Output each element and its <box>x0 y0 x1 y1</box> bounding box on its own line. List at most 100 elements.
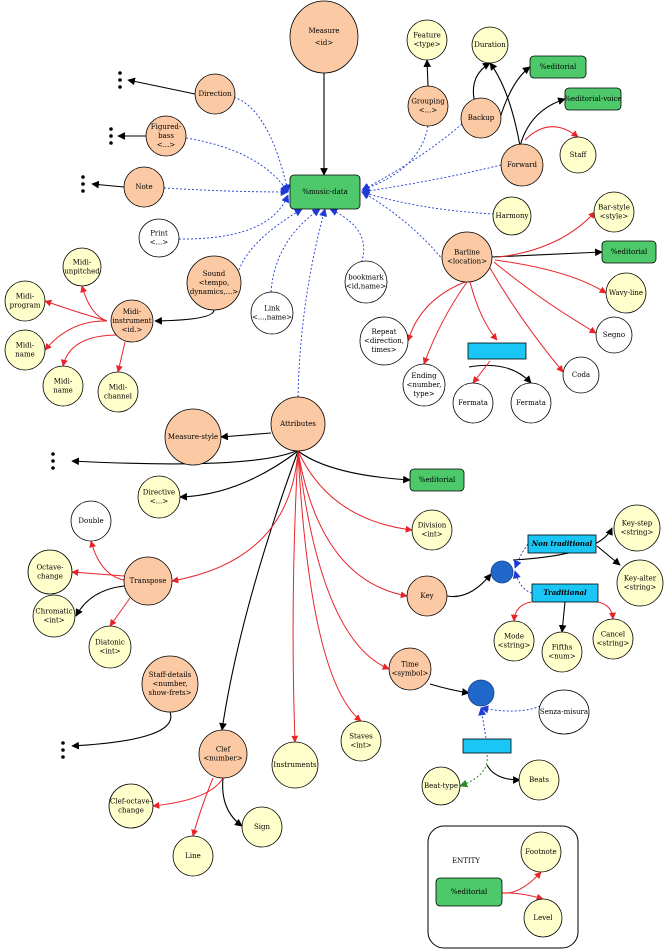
edge-red-53 <box>297 450 413 533</box>
edge-blue-70 <box>480 705 541 714</box>
node-shape <box>529 55 587 79</box>
edge-blue-12 <box>361 125 429 192</box>
node-shape <box>88 625 132 669</box>
edge-blue-68 <box>513 543 529 569</box>
node-label: Footnote <box>525 848 556 856</box>
node-label: <number> <box>203 755 242 763</box>
node-label: Midi- <box>73 259 92 267</box>
edge-red-64 <box>152 777 224 809</box>
node-label: Time <box>401 661 419 669</box>
node-music-data: %music-data <box>289 174 361 210</box>
node-label: <...> <box>150 498 169 506</box>
node-shape <box>198 729 248 779</box>
node-key: Key <box>406 575 448 617</box>
edge-blue-8 <box>361 191 444 261</box>
node-shape <box>409 468 465 492</box>
node-label: Duration <box>474 41 506 49</box>
node-shape <box>538 689 590 735</box>
edge-red-55 <box>297 450 390 670</box>
node-label: Ending <box>411 372 437 380</box>
node-label: Segno <box>603 331 625 339</box>
edge-red-45 <box>494 259 607 294</box>
node-shape <box>289 0 359 74</box>
edge-black-34 <box>558 601 567 633</box>
node-midi-name-2: Midi-name <box>42 365 84 407</box>
node-shape <box>123 556 173 606</box>
node-shape <box>421 766 461 806</box>
edge-blue-69 <box>512 570 533 594</box>
node-label: Midi- <box>54 378 73 386</box>
node-shape <box>27 549 73 595</box>
node-shape <box>518 759 560 801</box>
node-beats: Beats <box>518 759 560 801</box>
node-clef: Clef<number> <box>198 729 248 779</box>
node-measure: Measure <id> <box>289 0 359 74</box>
node-shape <box>172 835 214 877</box>
node-senza-misura: Senza-misura <box>538 689 590 735</box>
junction-circle-1 <box>490 560 514 584</box>
edge-red-46 <box>493 261 597 334</box>
node-link: Link<...,name> <box>250 291 294 335</box>
node-label: Staves <box>349 733 373 741</box>
node-shape <box>141 655 199 713</box>
legend-title: ENTITY <box>452 857 480 865</box>
node-midi-name-1: Midi-name <box>4 329 46 371</box>
node-fifths: Fifths<num> <box>541 631 583 673</box>
node-label: <style> <box>600 213 629 221</box>
ellipsis-vertical-icon <box>118 71 122 89</box>
edge-black-28 <box>179 450 299 501</box>
node-label: Traditional <box>543 588 587 597</box>
node-label: name <box>15 351 34 359</box>
node-label: Diatonic <box>95 639 125 647</box>
node-mode: Mode<string> <box>493 620 535 662</box>
nodes: Measure<id>DirectionFigured-bass<...>Not… <box>4 0 664 938</box>
node-traditional: Traditional <box>531 583 599 603</box>
edge-red-49 <box>422 281 468 365</box>
node-label: Feature <box>413 32 441 40</box>
node-shape <box>493 620 535 662</box>
edge-red-43 <box>116 341 126 373</box>
node-label: Forward <box>507 161 538 169</box>
node-label: <...> <box>419 107 438 115</box>
node-shape <box>471 26 509 64</box>
node-shape <box>4 329 46 371</box>
node-label: Measure <box>308 27 339 35</box>
node-label: <...,name> <box>252 314 292 322</box>
node-shape <box>460 97 502 139</box>
node-label: <...> <box>150 239 169 247</box>
node-label: %editorial <box>611 248 648 256</box>
node-print: Print<...> <box>138 218 180 258</box>
node-key-alter: Key-alter<string> <box>616 559 664 607</box>
node-label: <id> <box>315 39 334 47</box>
node-label: Wavy-line <box>609 289 643 297</box>
node-label: Midi- <box>16 293 35 301</box>
edge-black-15 <box>472 62 491 100</box>
node-midi-channel: Midi-channel <box>97 371 139 413</box>
node-shape <box>613 504 661 552</box>
node-label: <int> <box>421 531 442 539</box>
node-label: change <box>37 573 63 581</box>
edge-blue-11 <box>361 123 463 191</box>
node-shape <box>595 316 633 354</box>
edge-black-16 <box>499 66 531 119</box>
edge-black-26 <box>71 450 297 466</box>
node-feature: Feature<type> <box>406 19 448 61</box>
edge-red-41 <box>44 320 108 351</box>
choice-box-1 <box>467 342 527 360</box>
node-label: Division <box>418 522 447 530</box>
node-sound: Sound<tempo,dynamics,...> <box>186 255 242 311</box>
node-label: Line <box>185 852 201 860</box>
node-shape <box>32 594 76 638</box>
node-cancel: Cancel<string> <box>592 618 634 660</box>
node-transpose: Transpose <box>123 556 173 606</box>
edge-black-21 <box>91 180 125 189</box>
node-label: Fifths <box>552 644 573 652</box>
edge-red-39 <box>80 285 108 322</box>
edge-blue-0 <box>233 96 291 193</box>
edges <box>44 59 621 901</box>
node-label: Grouping <box>411 98 445 106</box>
node-staves: Staves<int> <box>340 720 382 762</box>
node-shape <box>601 240 657 264</box>
node-beat-type: Beat-type <box>421 766 461 806</box>
